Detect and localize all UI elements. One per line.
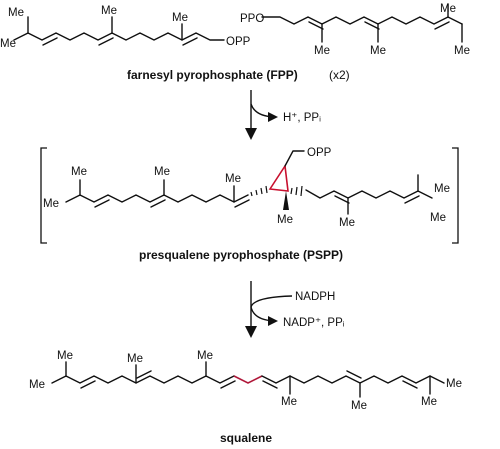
pspp-structure: Me Me Me Me OPP Me Me Me Me: [43, 147, 450, 229]
fpp-right-me-3: Me: [440, 3, 456, 15]
fpp-right-ppo: PPO: [240, 13, 264, 25]
fpp-left-me-2: Me: [0, 38, 16, 50]
step2-reagent: NADPH: [295, 291, 335, 303]
pspp-me-1: Me: [71, 166, 87, 178]
pspp-caption: presqualene pyrophosphate (PSPP): [139, 248, 343, 262]
pspp-brackets: [40, 147, 459, 244]
fpp-right-me-2: Me: [370, 45, 386, 57]
squalene-me-8: Me: [446, 378, 462, 390]
reaction-arrow-1: [245, 90, 278, 140]
step1-byproducts: H⁺, PPᵢ: [283, 112, 321, 124]
pspp-me-4: Me: [225, 173, 241, 185]
squalene-structure: Me Me Me Me Me Me Me Me: [29, 350, 462, 412]
fpp-right-structure: PPO Me Me Me Me: [240, 3, 470, 57]
pspp-me-6: Me: [339, 217, 355, 229]
squalene-me-4: Me: [197, 350, 213, 362]
squalene-caption: squalene: [220, 431, 272, 445]
squalene-me-3: Me: [127, 353, 143, 365]
squalene-me-2: Me: [29, 379, 45, 391]
pspp-me-7: Me: [434, 183, 450, 195]
fpp-left-me-3: Me: [101, 5, 117, 17]
squalene-me-5: Me: [281, 396, 297, 408]
squalene-me-1: Me: [57, 350, 73, 362]
squalene-me-6: Me: [351, 400, 367, 412]
fpp-left-me-1: Me: [8, 7, 24, 19]
cyclopropane-ring: [268, 163, 289, 192]
step2-byproducts: NADP⁺, PPᵢ: [283, 317, 345, 329]
pspp-me-3: Me: [154, 166, 170, 178]
fpp-left-me-4: Me: [172, 12, 188, 24]
fpp-right-me-4: Me: [454, 45, 470, 57]
pspp-me-5: Me: [277, 214, 293, 226]
pspp-me-8: Me: [430, 212, 446, 224]
pspp-me-2: Me: [43, 198, 59, 210]
fpp-multiplier: (x2): [329, 68, 350, 82]
fpp-left-opp: OPP: [226, 36, 251, 48]
squalene-new-bond: [233, 375, 263, 384]
pspp-opp: OPP: [307, 147, 332, 159]
squalene-me-7: Me: [421, 396, 437, 408]
fpp-left-structure: Me Me Me Me OPP: [0, 5, 251, 50]
fpp-right-me-1: Me: [314, 45, 330, 57]
reaction-arrow-2: [245, 281, 293, 338]
fpp-caption: farnesyl pyrophosphate (FPP): [127, 68, 298, 82]
